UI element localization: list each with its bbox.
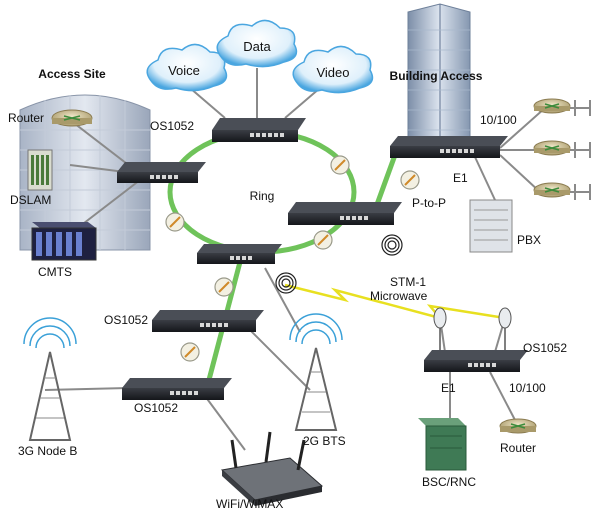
- router-right: [499, 418, 537, 434]
- switch-low: [122, 378, 232, 400]
- cmts-device: [31, 222, 97, 261]
- switch-access: [117, 162, 206, 183]
- network-links: [44, 68, 546, 451]
- bts-tower: [289, 313, 343, 431]
- dish-right: [498, 307, 512, 350]
- node-b-label: 3G Node B: [18, 444, 77, 458]
- microwave-antenna-mid: [275, 272, 297, 294]
- microwave-link: [284, 283, 506, 321]
- access-site-title: Access Site: [38, 67, 106, 81]
- bsc-rnc-label: BSC/RNC: [422, 475, 476, 489]
- router-building-3: [533, 182, 571, 198]
- building-access-title: Building Access: [390, 69, 483, 83]
- switch-top: [212, 118, 306, 142]
- cloud-video: Video: [292, 45, 374, 94]
- switch-building: [390, 136, 508, 158]
- pbx-label: PBX: [517, 233, 541, 247]
- ten100-top-label: 10/100: [480, 113, 517, 127]
- cloud-voice-label: Voice: [168, 63, 200, 78]
- os1052-low-label: OS1052: [134, 401, 178, 415]
- router-building-2: [533, 140, 571, 156]
- ptop-label: P-to-P: [412, 196, 446, 210]
- router-building-1: [533, 98, 571, 114]
- switch-ring-right: [288, 202, 402, 225]
- node-b-tower: [23, 317, 77, 441]
- router-right-label: Router: [500, 441, 536, 455]
- cloud-data-label: Data: [243, 39, 271, 54]
- wifi-router: [220, 431, 324, 506]
- switch-right: [424, 350, 528, 372]
- microwave-label: Microwave: [370, 289, 428, 303]
- bts-label: 2G BTS: [303, 434, 346, 448]
- ring-node-arrows: [169, 159, 416, 358]
- bsc-rnc-cabinet: [418, 418, 467, 471]
- dish-left: [433, 307, 447, 350]
- ring-label: Ring: [250, 189, 275, 203]
- dslam-device: [27, 149, 53, 191]
- cloud-voice: Voice: [146, 43, 228, 92]
- os1052-right-label: OS1052: [523, 341, 567, 355]
- building-access-tower: [407, 3, 471, 151]
- router-access-label: Router: [8, 111, 44, 125]
- access-site-building: [19, 94, 151, 251]
- pbx-cabinet: [469, 199, 513, 253]
- cloud-data: Data: [216, 19, 298, 68]
- wifi-label: WiFi/WiMAX: [216, 497, 283, 511]
- cloud-video-label: Video: [316, 65, 349, 80]
- dslam-label: DSLAM: [10, 193, 51, 207]
- switch-mid: [152, 310, 264, 332]
- os1052-mid-label: OS1052: [104, 313, 148, 327]
- microwave-antenna-ring: [381, 234, 403, 256]
- ten100-right-label: 10/100: [509, 381, 546, 395]
- e1-right-label: E1: [441, 381, 456, 395]
- switch-ring-bottom: [197, 244, 282, 264]
- e1-top-label: E1: [453, 171, 468, 185]
- router-access: [51, 109, 93, 127]
- stm1-label: STM-1: [390, 275, 426, 289]
- os1052-top-label: OS1052: [150, 119, 194, 133]
- cmts-label: CMTS: [38, 265, 72, 279]
